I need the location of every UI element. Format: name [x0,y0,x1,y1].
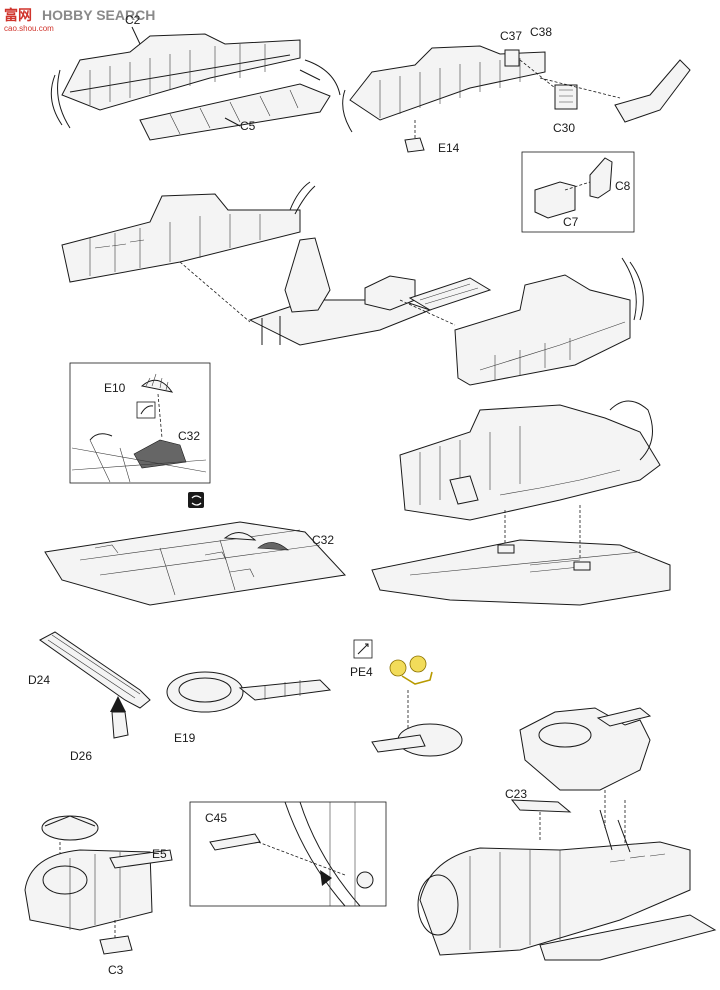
label-c8: C8 [615,179,631,193]
label-e5: E5 [152,847,167,861]
step-6-turret: E5 C3 [24,815,173,977]
inset-c45: C45 [189,801,387,907]
label-c2: C2 [125,13,141,27]
label-pe4: PE4 [350,665,373,679]
watermark-cn: 富网 [4,7,32,24]
label-c38: C38 [530,25,552,39]
label-c45: C45 [205,811,227,825]
watermark-en: HOBBY SEARCH [42,7,155,23]
label-c37: C37 [500,29,522,43]
label-c30: C30 [553,121,575,135]
step-7-final-assembly: C23 [417,707,717,961]
floor-plate-c32: C32 [44,521,347,606]
watermark-url: cao.shou.com [4,24,54,33]
watermark-logo: 富网 HOBBY SEARCH cao.shou.com [4,7,155,33]
step-3-cockpit-exploded [61,181,644,386]
step-2-fuselage-details: C37 C38 C30 E14 [342,25,691,155]
flip-over-icon [188,492,204,508]
label-d24: D24 [28,673,50,687]
label-e14: E14 [438,141,460,155]
inset-c7-c8: C8 C7 [521,151,635,233]
step-5-guns: D24 D26 E19 PE4 [28,631,463,763]
label-c3: C3 [108,963,124,977]
step-1-fuselage-left: C2 C5 [50,13,341,141]
label-c5: C5 [240,119,256,133]
label-c32-floor: C32 [312,533,334,547]
label-c23: C23 [505,787,527,801]
label-e10: E10 [104,381,126,395]
step-4-assembled-fuselage [371,400,671,606]
inset-e10-c32: E10 C32 [69,362,211,484]
label-c32-inset: C32 [178,429,200,443]
label-e19: E19 [174,731,196,745]
label-c7: C7 [563,215,579,229]
label-d26: D26 [70,749,92,763]
